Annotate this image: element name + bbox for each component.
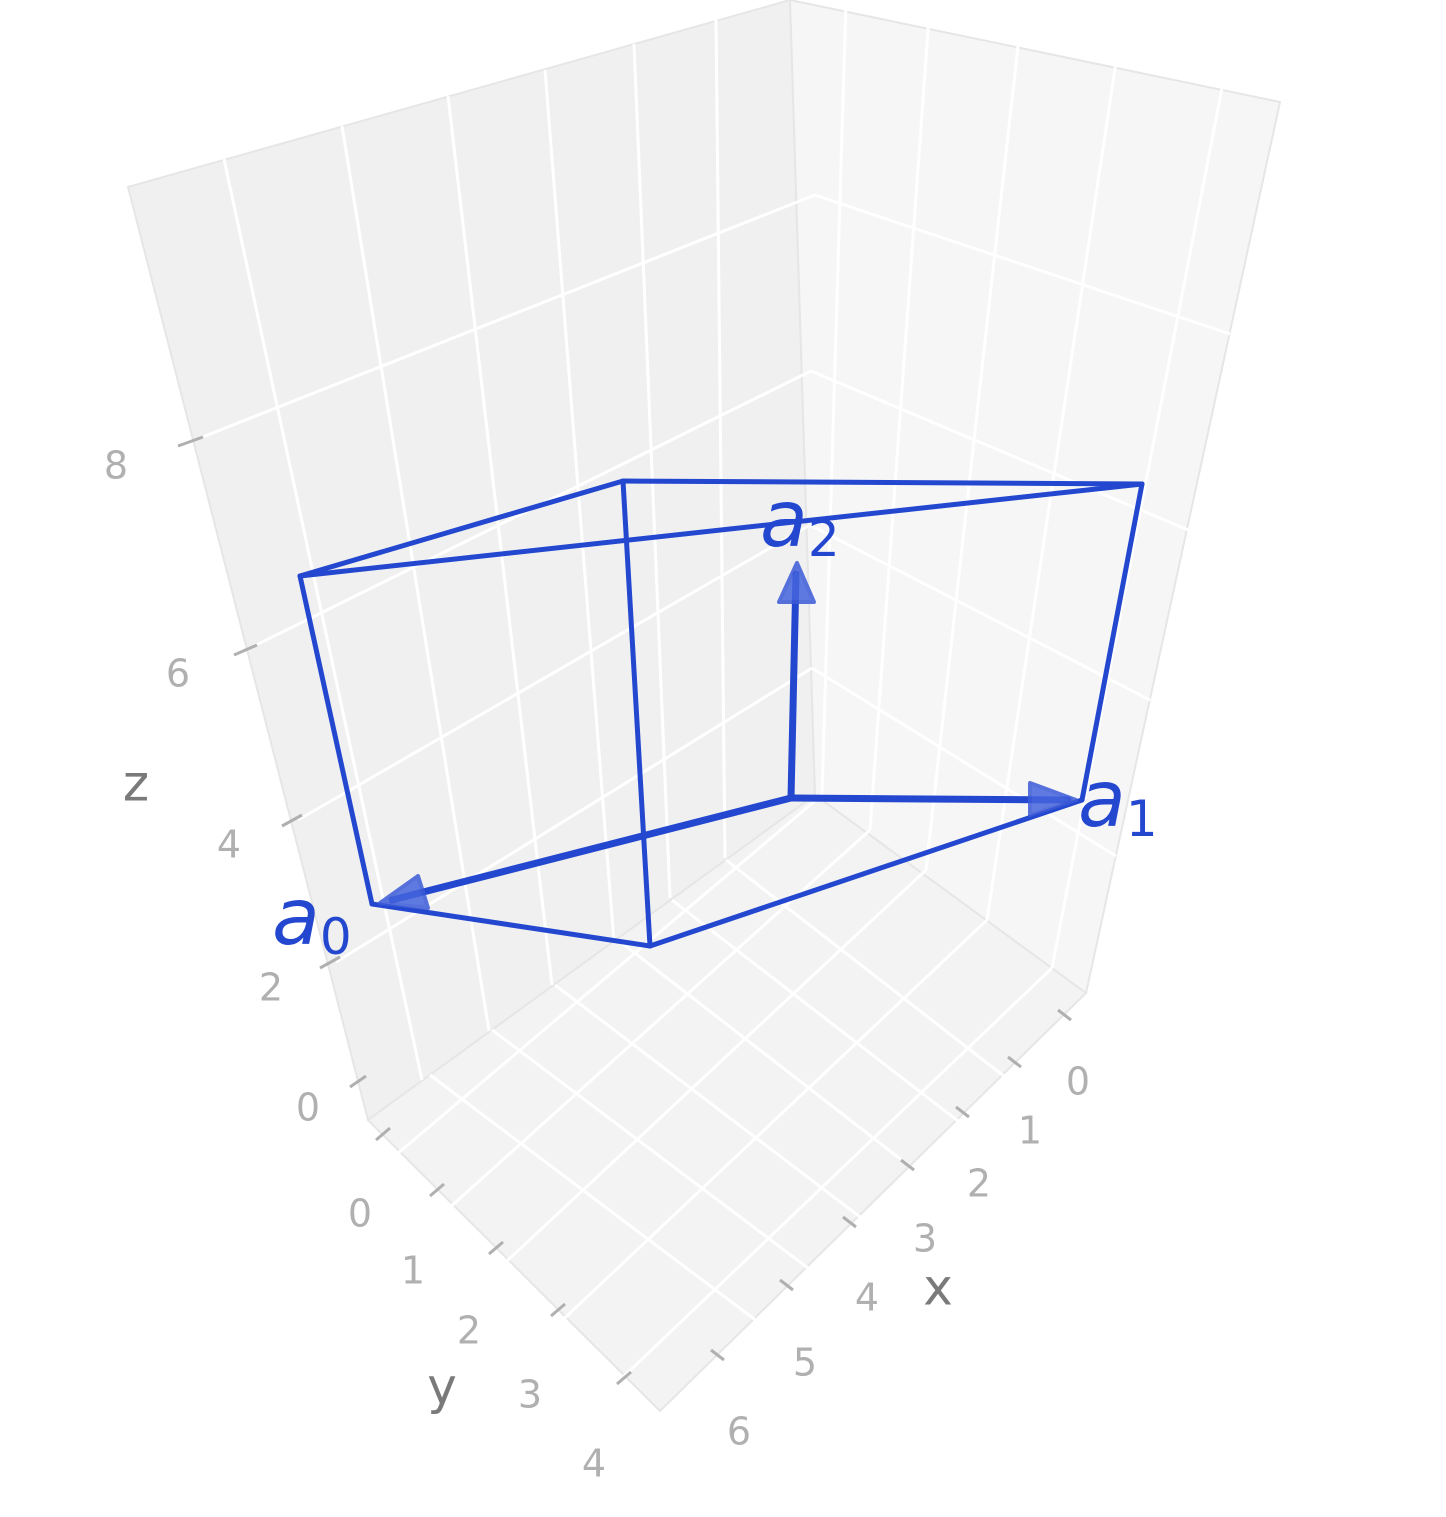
- y-tick-label: 2: [457, 1309, 481, 1353]
- edge: [620, 478, 1145, 487]
- edge: [647, 797, 1085, 949]
- vector-labels: a0 a1 a2: [272, 475, 1158, 966]
- z-tick-label: 4: [217, 823, 241, 867]
- vector-label-a0: a0: [272, 873, 352, 966]
- basis-vectors: [378, 561, 1078, 910]
- edge: [369, 901, 653, 949]
- z-tick-label: 0: [296, 1086, 320, 1130]
- vector-a0-arrowhead: [378, 874, 430, 910]
- z-axis-title: z: [123, 755, 149, 813]
- edge: [297, 478, 626, 579]
- z-tick-label: 6: [166, 652, 190, 696]
- x-tick-label: 4: [855, 1276, 879, 1320]
- edge: [297, 481, 1145, 579]
- x-tick-label: 2: [967, 1162, 991, 1206]
- z-tick-label: 2: [259, 966, 283, 1010]
- y-axis-title: y: [427, 1358, 457, 1416]
- grid-lines: [199, 0, 1231, 1412]
- vector-label-a2: a2: [760, 475, 840, 568]
- scene-panes: [126, 0, 1282, 1413]
- y-tick-label: 1: [401, 1249, 425, 1293]
- parallelepiped: [297, 478, 1145, 949]
- x-axis: 0 1 2 3 4 5 6 x: [727, 1060, 1090, 1454]
- edge: [1079, 481, 1145, 803]
- x-tick-label: 5: [793, 1341, 817, 1385]
- vector-a0-shaft: [388, 794, 795, 904]
- z-tick-label: 8: [104, 444, 128, 488]
- x-tick-label: 0: [1066, 1060, 1090, 1104]
- vector-label-a1: a1: [1078, 755, 1158, 848]
- x-axis-title: x: [923, 1259, 953, 1317]
- floor-pane: [366, 793, 1088, 1413]
- vector-a2-shaft: [787, 570, 800, 802]
- y-tick-label: 3: [518, 1373, 542, 1417]
- y-axis: 0 1 2 3 4 y: [348, 1192, 606, 1486]
- x-tick-label: 6: [727, 1410, 751, 1454]
- z-axis: 0 2 4 6 8 z: [104, 444, 320, 1130]
- tick-marks: [177, 435, 1072, 1386]
- vector-a1-shaft: [787, 794, 1072, 804]
- edge: [620, 478, 653, 949]
- x-tick-label: 1: [1018, 1109, 1042, 1153]
- y-tick-label: 0: [348, 1192, 372, 1236]
- vector-a1-arrowhead: [1028, 781, 1078, 817]
- edge: [297, 573, 375, 907]
- vector-a2-arrowhead: [777, 561, 816, 604]
- y-tick-label: 4: [582, 1442, 606, 1486]
- x-tick-label: 3: [913, 1217, 937, 1261]
